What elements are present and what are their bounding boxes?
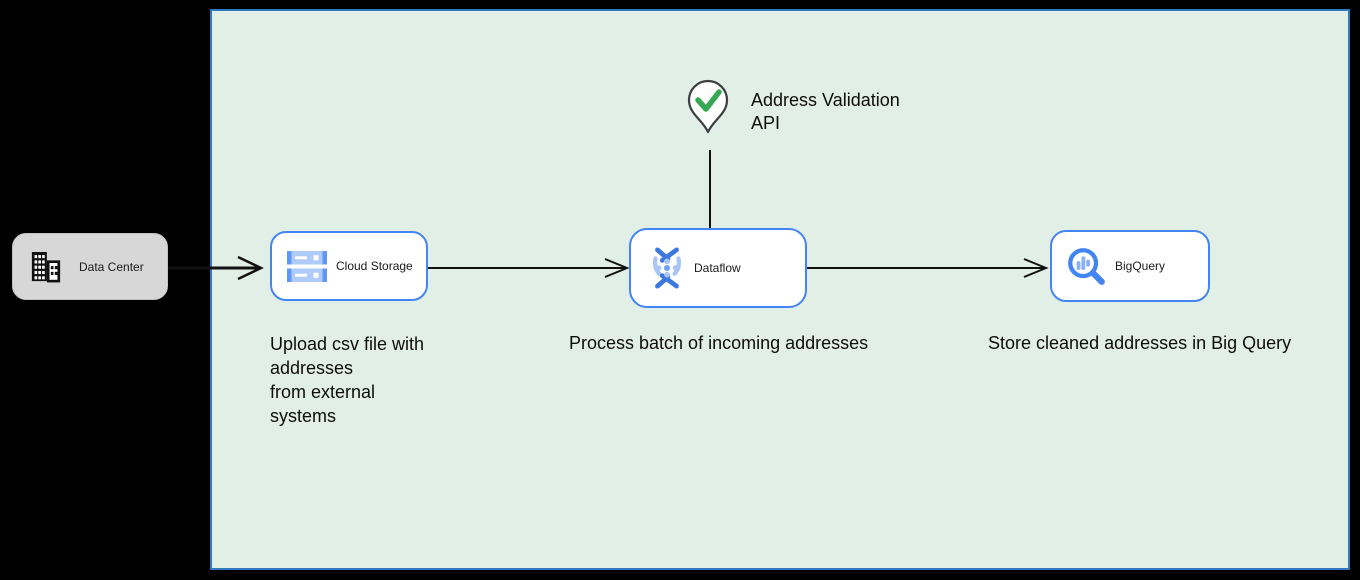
node-data-center[interactable]: Data Center [12,233,168,300]
node-cloud-storage[interactable]: Cloud Storage [270,231,428,301]
node-dataflow[interactable]: Dataflow [629,228,807,308]
node-label-dataflow: Dataflow [694,261,741,275]
bigquery-icon [1068,248,1105,285]
node-label-bigquery: BigQuery [1115,259,1166,273]
caption-dataflow: Process batch of incoming addresses [569,333,869,353]
node-bigquery[interactable]: BigQuery [1050,230,1210,302]
dataflow-icon [652,247,682,289]
caption-bigquery: Store cleaned addresses in Big Query [988,333,1292,353]
cloud-storage-icon [287,250,327,282]
node-label-data-center: Data Center [79,259,144,274]
caption-cloud-storage: Upload csv file with addresses from exte… [270,334,425,426]
data-center-icon [31,251,61,282]
label-address-validation-api: Address Validation API [751,90,900,133]
node-label-cloud-storage: Cloud Storage [336,259,413,273]
